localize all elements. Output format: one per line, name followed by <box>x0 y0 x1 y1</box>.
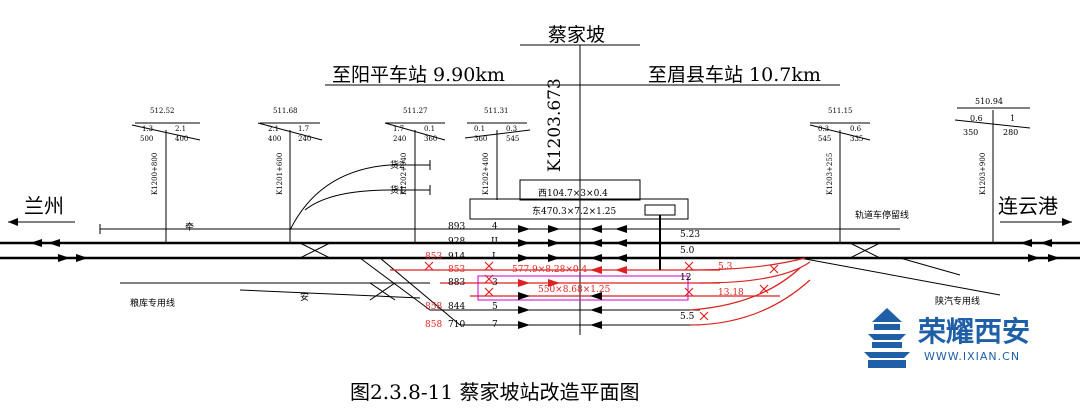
station-name: 蔡家坡 <box>548 24 606 46</box>
platform-outline <box>469 198 689 220</box>
watermark-logo: 荣耀西安 WWW.IXIAN.CN <box>862 306 1062 376</box>
label-rail-car: 轨道车停留线 <box>855 211 910 221</box>
track-arrows <box>30 225 1060 262</box>
station-building-outline <box>519 179 641 201</box>
label-an: 安 <box>300 293 310 303</box>
station-mileage: K1203.673 <box>545 78 565 172</box>
gradient-poles <box>131 107 1031 243</box>
platform-west-label: 西104.7×3×0.4 <box>538 189 608 199</box>
num-12: 12 <box>680 273 692 283</box>
logo-url: WWW.IXIAN.CN <box>924 350 1021 363</box>
red-platform-outline <box>477 275 689 301</box>
dim-55: 5.5 <box>680 312 695 322</box>
dim-50: 5.0 <box>680 246 695 256</box>
red-platform-2-label: 550×8.68×1.25 <box>538 285 611 295</box>
label-shaanqi-siding: 陕汽专用线 <box>935 297 981 307</box>
dim-1318: 13.18 <box>718 288 744 298</box>
end-right-label: 连云港 <box>998 194 1058 218</box>
dim-523: 5.23 <box>680 230 701 240</box>
logo-title: 荣耀西安 <box>918 315 1031 348</box>
label-huo1: 货1 <box>390 186 405 196</box>
red-platform-1-label: 577.9×8.28×0.4 <box>512 265 588 275</box>
dim-53: 5.3 <box>718 262 733 272</box>
label-huo2: 货2 <box>390 161 405 171</box>
label-qian: 牵 <box>185 223 195 233</box>
end-left-label: 兰州 <box>24 194 64 218</box>
distance-left: 至阳平车站 9.90km <box>332 64 505 86</box>
pagoda-icon <box>864 308 910 368</box>
figure-caption: 图2.3.8-11 蔡家坡站改造平面图 <box>350 380 640 404</box>
label-grain-siding: 粮库专用线 <box>130 299 176 309</box>
platform-east-label: 东470.3×7.2×1.25 <box>532 207 617 217</box>
distance-right: 至眉县车站 10.7km <box>648 64 821 86</box>
red-cross-marks <box>424 261 779 321</box>
red-modified-tracks <box>390 257 811 326</box>
